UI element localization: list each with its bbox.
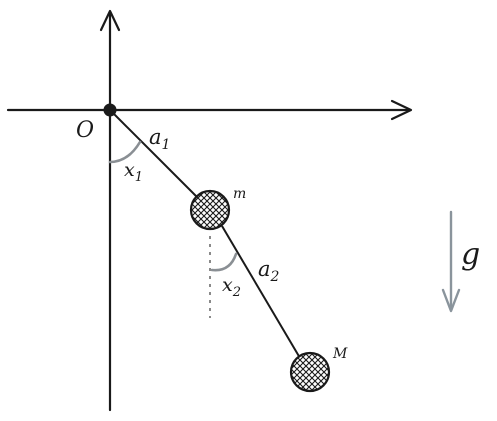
horizontal-axis xyxy=(6,99,413,121)
gravity-label: g xyxy=(461,237,480,272)
vertical-axis xyxy=(99,9,121,412)
angle2-label: x2 xyxy=(222,274,241,300)
rod1-label-main: a xyxy=(149,125,162,149)
mass1-label: m xyxy=(233,186,246,202)
mass2-label: M xyxy=(332,346,348,362)
mass-m xyxy=(189,189,231,231)
angle2-label-sub: 2 xyxy=(232,285,241,300)
rod1-label-sub: 1 xyxy=(162,137,171,153)
angle-arc-x2 xyxy=(210,252,238,272)
rod2-label-main: a xyxy=(258,257,271,281)
horizontal-axis-arrowhead xyxy=(390,99,413,121)
origin-label: O xyxy=(76,118,94,143)
rod-1 xyxy=(109,109,201,201)
angle2-label-main: x xyxy=(222,274,233,296)
rod2-label-sub: 2 xyxy=(270,269,280,285)
rod2-label: a2 xyxy=(258,257,280,285)
angle1-label: x1 xyxy=(124,159,143,185)
pivot-point xyxy=(103,103,117,117)
rod-2 xyxy=(221,225,301,359)
mass-M xyxy=(289,351,331,393)
vertical-axis-arrowhead xyxy=(99,9,121,32)
angle1-label-main: x xyxy=(124,159,135,181)
angle-arc-x1 xyxy=(108,140,142,164)
angle1-label-sub: 1 xyxy=(135,170,143,185)
gravity-arrow xyxy=(441,210,461,313)
rod1-label: a1 xyxy=(149,125,170,153)
